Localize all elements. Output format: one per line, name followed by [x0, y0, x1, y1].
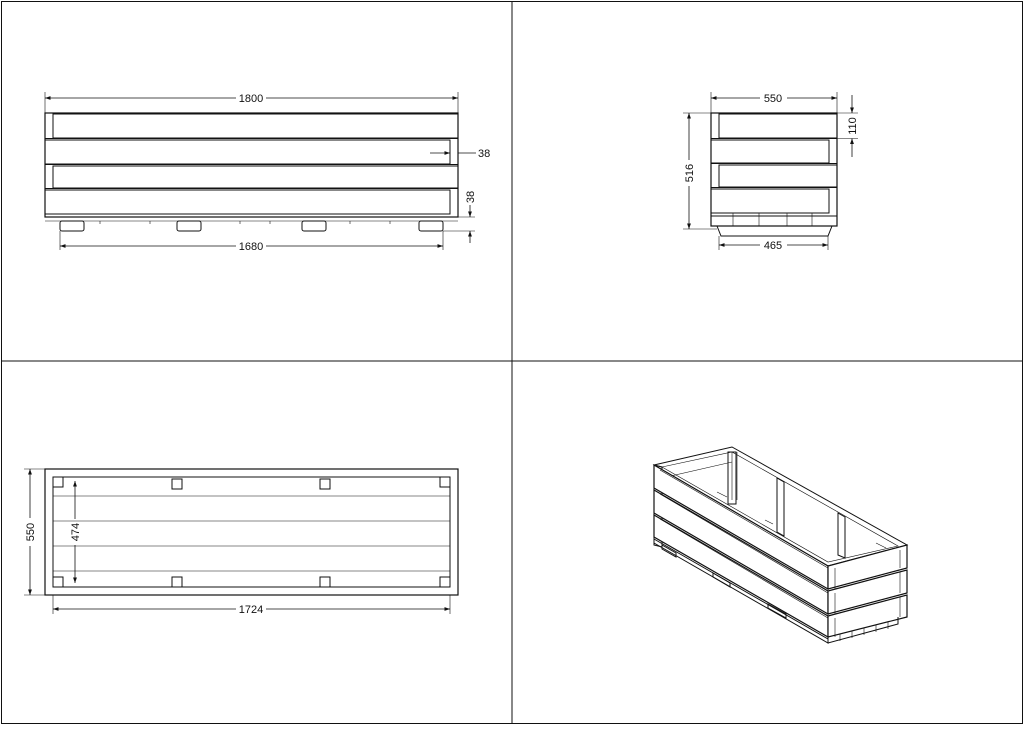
foot	[418, 220, 444, 232]
corner-post	[52, 576, 64, 588]
top-view: 550 474 1724	[24, 468, 459, 616]
corner-post	[439, 576, 451, 588]
isometric-view	[652, 446, 909, 644]
inner-post	[727, 451, 737, 505]
dim-overall-height: 516	[684, 164, 696, 182]
dim-top-inner-width: 474	[70, 523, 82, 541]
dim-overall-length: 1800	[239, 93, 263, 105]
dim-board-height: 110	[847, 117, 859, 135]
inner-post	[776, 477, 785, 537]
corner-post	[439, 476, 451, 488]
dim-inner-length: 1680	[239, 241, 263, 253]
dim-top-inner-length: 1724	[239, 604, 263, 616]
foot	[59, 220, 85, 232]
mid-post	[319, 478, 331, 490]
foot	[176, 220, 202, 232]
dim-top-overall-width: 550	[25, 523, 37, 541]
dim-base-width: 465	[764, 240, 782, 252]
foot	[301, 220, 327, 232]
mid-post	[171, 576, 183, 588]
front-view: 1800 38 38 1680	[44, 92, 490, 253]
mid-post	[319, 576, 331, 588]
dim-end-overhang: 38	[478, 148, 490, 160]
inner-post	[837, 512, 846, 559]
dim-base-height: 38	[465, 191, 477, 203]
side-view: 550 110 516 465	[683, 92, 859, 252]
corner-post	[52, 476, 64, 488]
mid-post	[171, 478, 183, 490]
dim-overall-width: 550	[764, 93, 782, 105]
